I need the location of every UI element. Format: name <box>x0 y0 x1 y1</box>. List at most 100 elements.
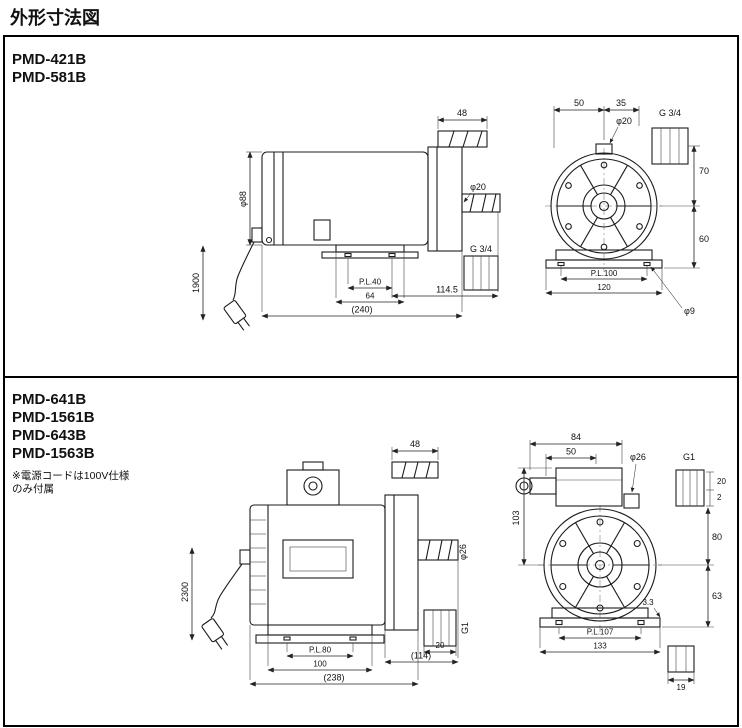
pump-housing-outer <box>543 508 657 622</box>
dim-240-label: (240) <box>351 305 372 315</box>
cord-entry <box>251 227 263 243</box>
dim-50-label: 50 <box>566 447 576 457</box>
motor-body <box>249 504 386 626</box>
section2-side-view: 2300 <box>180 439 470 687</box>
section1-side-view: 1900 48 φ20 <box>191 108 501 331</box>
dim-48-label: 48 <box>457 108 467 118</box>
pump-housing-outer <box>550 152 658 260</box>
drain-hole <box>265 236 273 244</box>
thread-port-detail <box>651 127 689 165</box>
dim-50-label: 50 <box>574 98 584 108</box>
dim-19-label: 19 <box>677 683 686 692</box>
housing-screws <box>565 161 643 251</box>
dim-60-label: 60 <box>699 234 709 244</box>
outlet-stub <box>595 143 613 155</box>
dim-80-label: 80 <box>712 532 722 542</box>
dim-103-label: 103 <box>511 510 521 525</box>
body-dia-label: φ88 <box>238 191 248 207</box>
outlet-dia-label: φ26 <box>630 452 646 462</box>
pl-label: P.L.107 <box>587 628 614 637</box>
dim-133-label: 133 <box>593 642 607 651</box>
leader-line <box>463 192 472 203</box>
dim-64-label: 64 <box>366 292 375 301</box>
model-label: PMD-641B <box>12 391 86 408</box>
power-plug <box>223 300 250 331</box>
pl-label: P.L.100 <box>591 269 618 278</box>
motor-nameplate <box>313 219 331 241</box>
cord-entry <box>239 549 251 565</box>
thread-port-detail <box>423 609 457 647</box>
section2-front-view: 84 50 φ26 G1 20 2 103 <box>511 432 726 692</box>
model-label: PMD-1563B <box>12 445 95 462</box>
top-hose-barb <box>437 130 488 148</box>
thread-size-label: G 3/4 <box>470 244 492 254</box>
motor-body <box>261 151 429 246</box>
power-cord <box>232 241 255 301</box>
housing-spokes <box>551 522 649 608</box>
foot-section-detail <box>667 645 695 673</box>
fan-cover-fins <box>250 519 266 605</box>
side-hose-barb <box>417 539 459 561</box>
dim-2-label: 2 <box>717 493 722 502</box>
dim-20-label: 20 <box>717 477 726 486</box>
thread-size-label: G1 <box>460 622 470 634</box>
section1-model-labels: PMD-421B PMD-581B <box>12 51 86 86</box>
section2-model-labels: PMD-641B PMD-1561B PMD-643B PMD-1563B ※電… <box>12 391 130 495</box>
pl-label: P.L.40 <box>359 278 382 287</box>
cable-gland <box>515 477 557 495</box>
dim-114-5-label: 114.5 <box>436 285 458 295</box>
outlet-dia-label: φ26 <box>458 544 468 560</box>
pump-head <box>384 494 419 631</box>
dim-120-label: 120 <box>597 283 611 292</box>
dim-35-label: 35 <box>616 98 626 108</box>
thread-port-detail <box>463 255 499 291</box>
leader-line <box>650 266 683 309</box>
housing-spokes <box>557 165 651 247</box>
thread-size-label: G 3/4 <box>659 108 681 118</box>
drawing-frame-border <box>3 35 739 727</box>
motor-nameplate <box>282 539 354 579</box>
outlet-dia-label: φ20 <box>470 182 486 192</box>
mounting-base <box>321 244 419 259</box>
shaft-circle <box>594 559 606 571</box>
leader-line <box>609 126 619 144</box>
dim-114-label: (114) <box>411 651 431 661</box>
cord-length-label: 1900 <box>191 273 201 293</box>
mounting-base <box>539 607 661 628</box>
outlet-dia-label: φ20 <box>616 116 632 126</box>
dim-100-label: 100 <box>313 660 327 669</box>
dim-70-label: 70 <box>699 166 709 176</box>
terminal-box <box>286 461 340 506</box>
terminal-box <box>555 467 623 507</box>
shaft-circle <box>598 200 610 212</box>
side-hose-barb <box>461 193 501 213</box>
leader-line <box>630 463 637 493</box>
model-label: PMD-581B <box>12 69 86 86</box>
dim-84-label: 84 <box>571 432 581 442</box>
port-offset-ticks <box>706 471 714 507</box>
pump-head <box>427 146 463 252</box>
model-label: PMD-421B <box>12 51 86 68</box>
page-title: 外形寸法図 <box>10 7 100 28</box>
power-plug <box>201 618 229 650</box>
thread-port-detail <box>675 469 705 507</box>
cord-length-label: 2300 <box>180 582 190 602</box>
dim-3-3-label: 3.3 <box>642 598 654 607</box>
thread-size-label: G1 <box>683 452 695 462</box>
dim-20-label: 20 <box>436 641 445 650</box>
section1-front-view: 50 35 φ20 G 3/4 70 60 P.L.100 <box>545 98 709 316</box>
dim-63-label: 63 <box>712 591 722 601</box>
model-label: PMD-1561B <box>12 409 95 426</box>
note-line: のみ付属 <box>12 482 54 495</box>
mounting-base <box>545 249 663 269</box>
top-hose-barb <box>391 461 439 479</box>
model-label: PMD-643B <box>12 427 86 444</box>
note-line: ※電源コードは100V仕様 <box>12 469 130 482</box>
outlet-stub <box>623 493 640 509</box>
power-cord <box>210 563 243 619</box>
mounting-base <box>255 624 385 644</box>
dim-238-label: (238) <box>323 673 344 683</box>
hole-dia-label: φ9 <box>684 306 695 316</box>
